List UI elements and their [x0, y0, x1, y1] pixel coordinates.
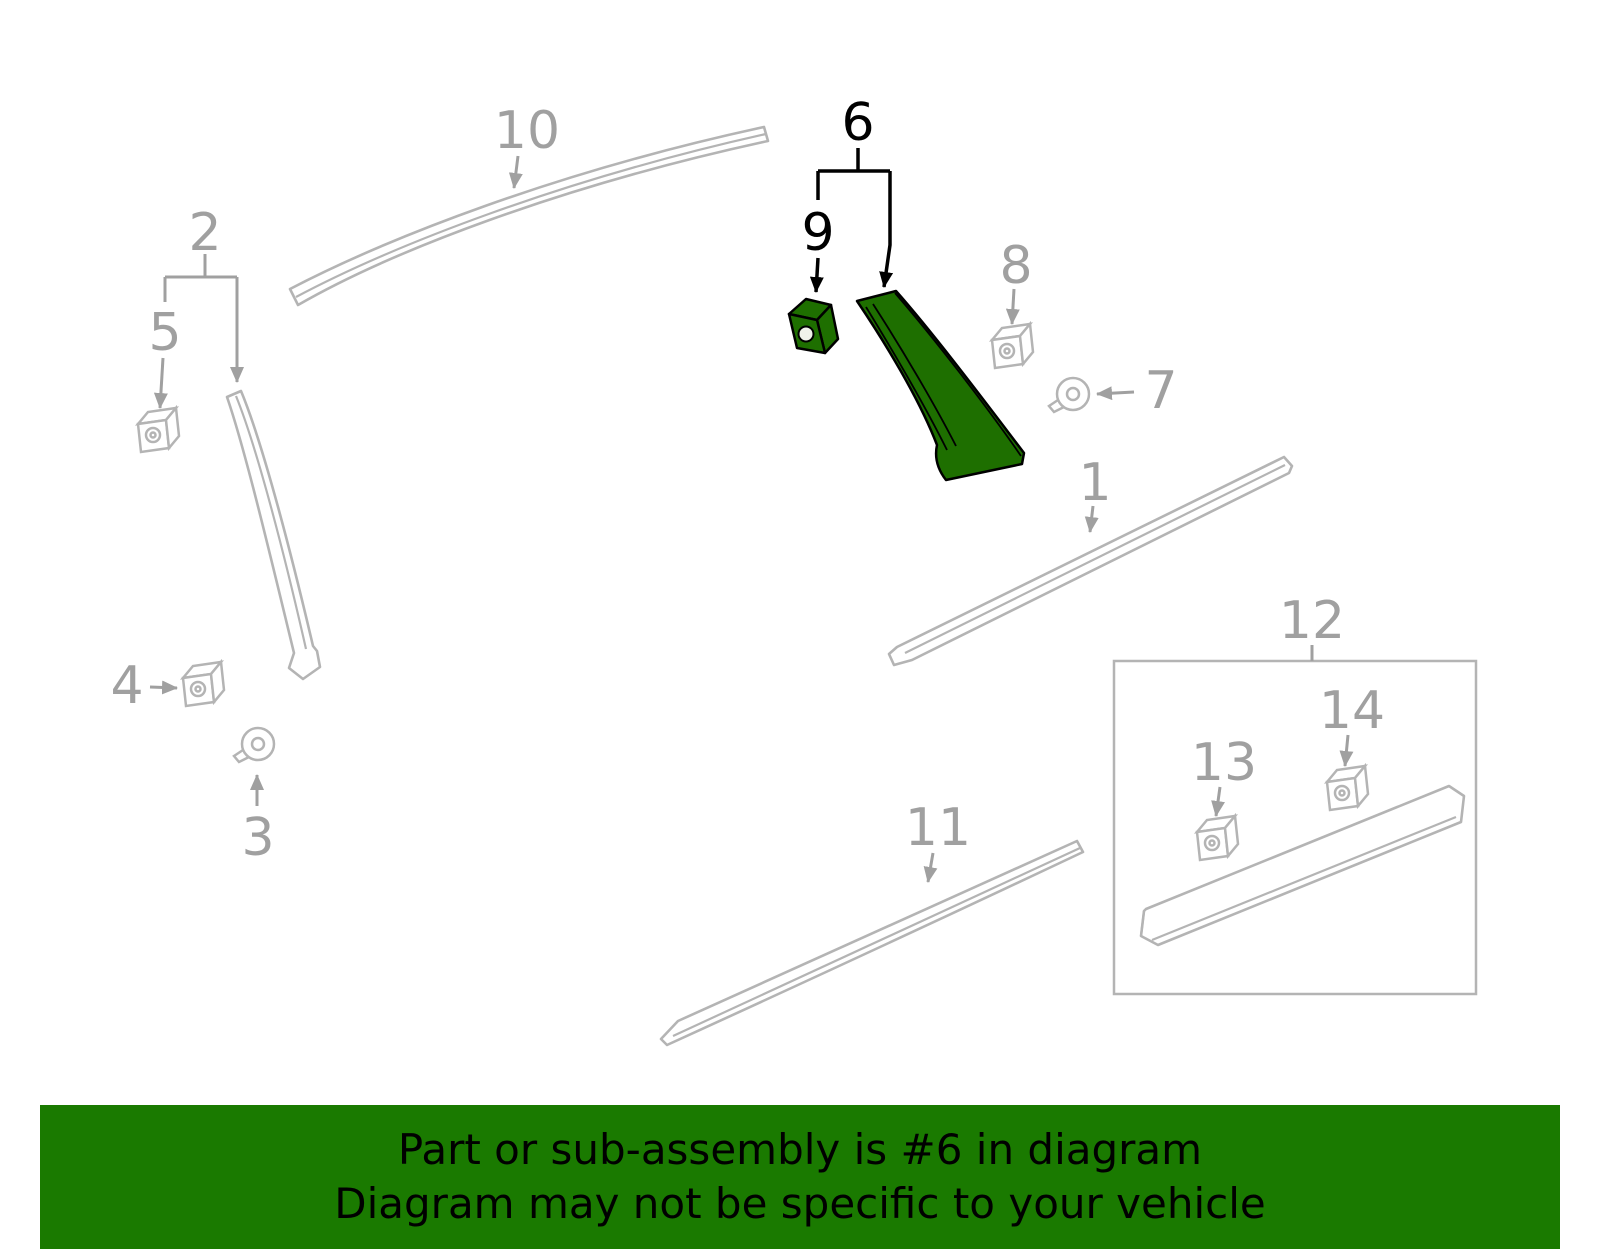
part-11-molding — [659, 839, 1085, 1047]
part-7-grommet — [1047, 376, 1091, 414]
label-part-13: 13 — [1191, 733, 1257, 793]
label-part-9: 9 — [801, 203, 834, 263]
label-part-8: 8 — [999, 236, 1032, 296]
label-part-14: 14 — [1319, 681, 1385, 741]
label-part-11: 11 — [905, 798, 971, 858]
part-5-clip — [136, 406, 181, 454]
label-part-1: 1 — [1078, 453, 1111, 513]
label-part-2: 2 — [188, 203, 221, 263]
label-part-5: 5 — [148, 303, 181, 363]
info-banner: Part or sub-assembly is #6 in diagram Di… — [40, 1105, 1560, 1249]
label-part-7: 7 — [1144, 361, 1177, 421]
part-9-clip-highlighted — [787, 297, 840, 355]
part-1-belt-molding — [887, 455, 1294, 667]
label-part-4: 4 — [110, 656, 143, 716]
leader-lines-black — [809, 148, 894, 293]
part-3-grommet — [232, 726, 276, 764]
banner-line-1: Part or sub-assembly is #6 in diagram — [397, 1125, 1203, 1174]
part-4-clip — [181, 660, 226, 708]
part-8-clip — [990, 322, 1035, 370]
part-6-pillar-applique-highlighted — [855, 289, 1026, 482]
part-2-pillar-applique — [225, 389, 322, 681]
label-part-3: 3 — [241, 808, 274, 868]
parts-diagram: 10 2 5 4 3 6 9 8 7 1 11 12 13 14 — [110, 93, 1478, 1047]
label-part-12: 12 — [1279, 591, 1345, 651]
label-part-10: 10 — [494, 101, 560, 161]
part-10-roof-molding — [288, 125, 770, 307]
label-part-6: 6 — [841, 93, 874, 153]
banner-line-2: Diagram may not be specific to your vehi… — [334, 1179, 1266, 1228]
part-12-subassembly-box — [1112, 659, 1478, 996]
leader-lines-gray — [149, 155, 1354, 883]
